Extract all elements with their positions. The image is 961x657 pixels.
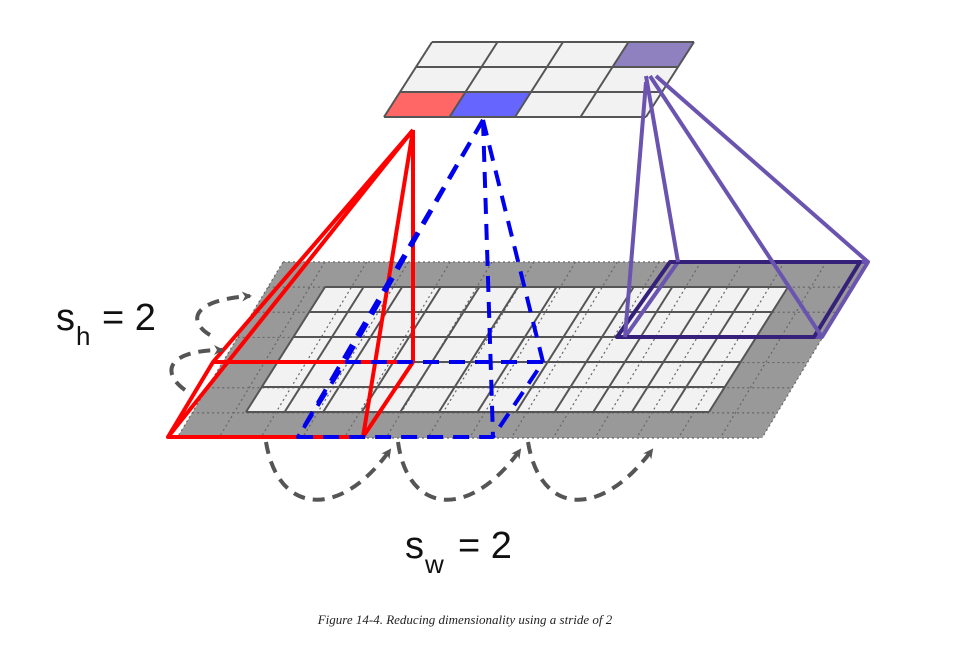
- red-line-2: [211, 128, 415, 364]
- output-cell-grid-col-line: [383, 41, 433, 118]
- sh-symbol: s: [56, 297, 75, 339]
- vertical-stride-arrows: [169, 291, 252, 392]
- horizontal-arrow-2: [396, 441, 522, 502]
- purple-line-3: [648, 74, 824, 339]
- input-cell-grid-col-line: [515, 286, 596, 413]
- input-cell-grid-col-line: [283, 286, 365, 413]
- blue-receptive-field: [296, 118, 545, 439]
- output-cell-blue: [450, 92, 531, 117]
- input-cell-grid-col-line: [360, 286, 442, 413]
- padding-grid-col-line: [176, 261, 284, 439]
- purple-line-1: [644, 75, 680, 263]
- blue-line-4: [481, 119, 495, 438]
- horizontal-arrow-1: [264, 441, 392, 502]
- sw-subscript: w: [424, 549, 444, 579]
- purple-receptive-field: [615, 74, 870, 339]
- sh-subscript: h: [76, 321, 90, 351]
- input-layer: [176, 261, 869, 439]
- padding-grid-col-line: [761, 261, 869, 439]
- output-grid: [383, 41, 695, 118]
- input-cell-grid-col-line: [553, 286, 635, 413]
- input-cell-grid-col-line: [322, 286, 404, 413]
- stride-height-label: s h = 2: [56, 297, 156, 351]
- padding-grid-col-line: [301, 261, 409, 439]
- padding-grid-col-line: [510, 261, 618, 439]
- input-cell-grid-col-line: [669, 286, 751, 413]
- input-cell-grid-col-line: [245, 286, 326, 413]
- input-cell-grid-col-line: [592, 286, 674, 413]
- sw-value: = 2: [458, 525, 512, 567]
- blue-line-3: [481, 119, 545, 363]
- padding-grid-col-line: [427, 261, 535, 439]
- output-layer: [383, 41, 695, 118]
- padding-grid-col-line: [468, 261, 577, 439]
- output-cell-purple: [613, 42, 694, 67]
- sh-value: = 2: [102, 297, 156, 339]
- input-cell-grid-col-line: [438, 286, 519, 413]
- output-cell-grid-col-line: [514, 41, 564, 118]
- purple-line-4: [623, 81, 648, 338]
- vertical-arrow-1: [195, 291, 252, 337]
- padding-grid-col-line: [552, 261, 660, 439]
- padding-grid-col-line: [594, 261, 702, 439]
- input-cell-grid-col-line: [399, 286, 481, 413]
- input-cell-grid-col-line: [630, 286, 712, 413]
- padding-grid-col-line: [218, 261, 326, 439]
- padding-grid-col-line: [636, 261, 744, 439]
- blue-line-2: [296, 118, 485, 439]
- horizontal-stride-arrows: [264, 441, 654, 502]
- sw-symbol: s: [405, 525, 424, 567]
- stride-width-label: s w = 2: [405, 525, 512, 579]
- padding-grid-col-line: [260, 261, 368, 439]
- output-cell-grid-col-line: [579, 41, 630, 118]
- red-line-1: [166, 128, 415, 439]
- purple-line-2: [654, 74, 870, 264]
- horizontal-arrow-3: [526, 441, 654, 502]
- input-cell-grid-col-line: [708, 286, 789, 413]
- output-cell-grid-col-line: [448, 41, 499, 118]
- figure-caption: Figure 14-4. Reducing dimensionality usi…: [317, 612, 613, 627]
- padding-grid-col-line: [677, 261, 785, 439]
- output-cell-red: [384, 92, 466, 117]
- padding-grid-col-line: [343, 261, 451, 439]
- padding-grid-col-line: [719, 261, 827, 439]
- vertical-arrow-2: [169, 345, 224, 392]
- purple-dark-square: [615, 260, 862, 339]
- output-cell-grid-col-line: [645, 41, 695, 118]
